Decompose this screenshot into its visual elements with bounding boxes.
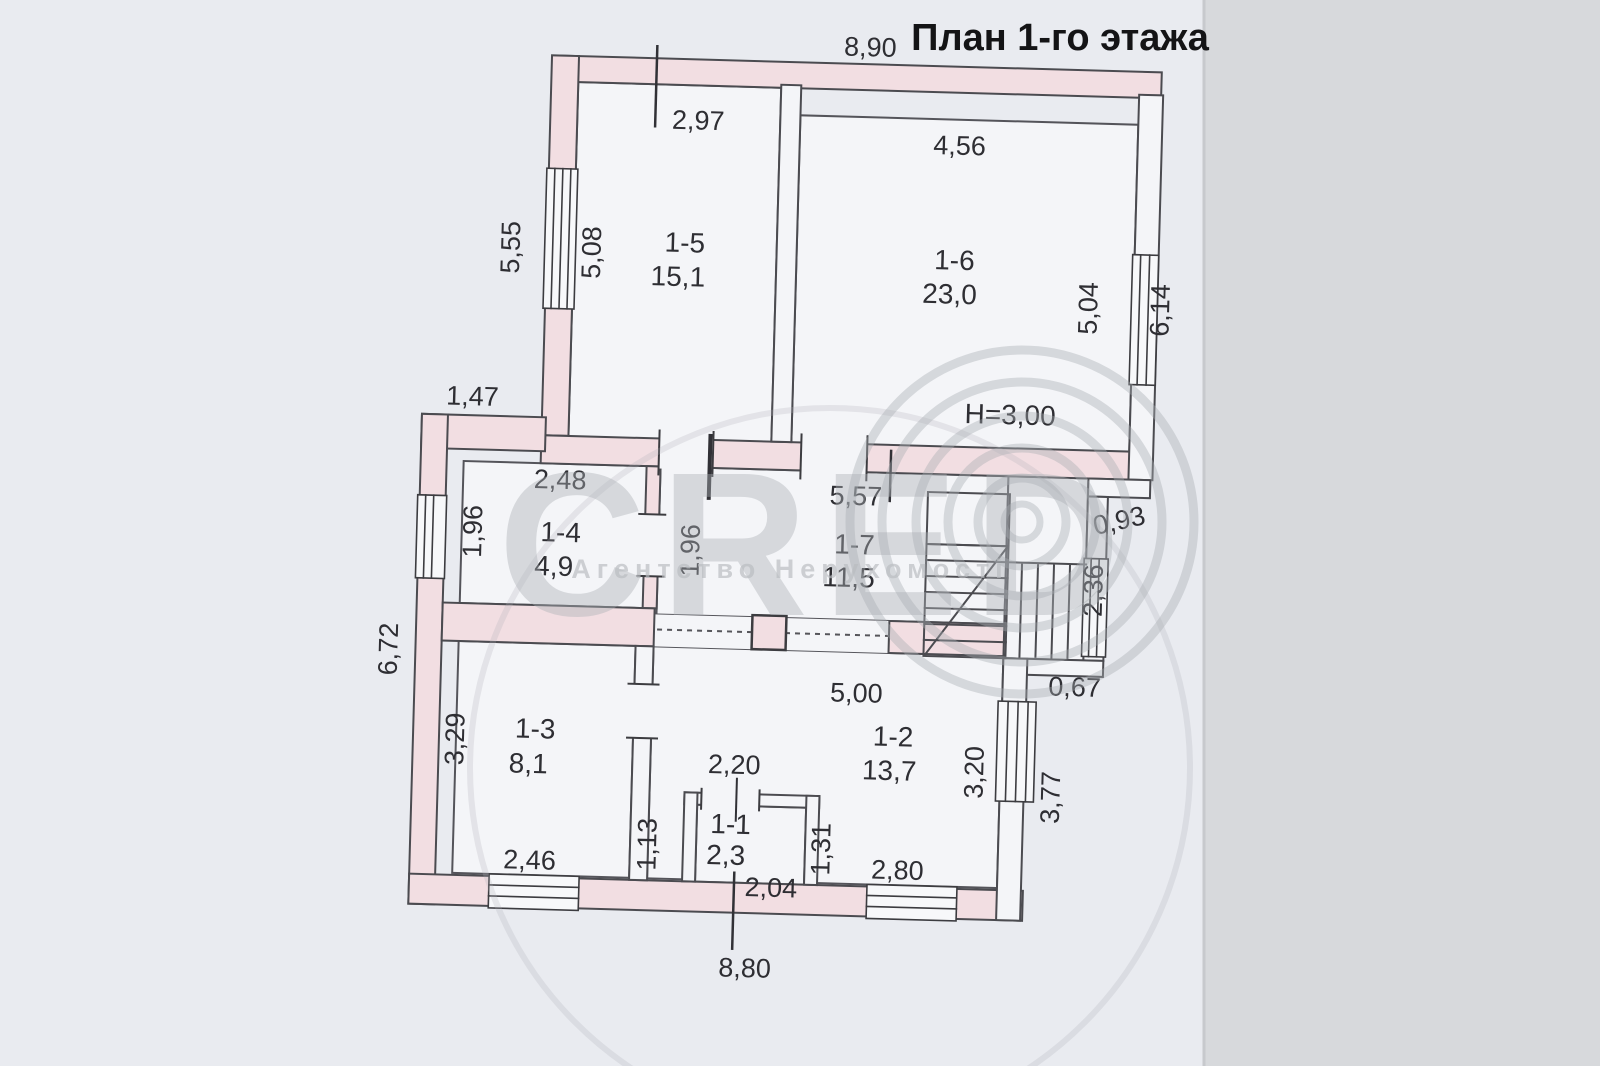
dim-room14-width: 2,48	[534, 464, 587, 495]
wall-jog-093	[1086, 477, 1152, 500]
room-1-2-area: 13,7	[862, 754, 917, 787]
room-1-6-id: 1-6	[934, 244, 975, 276]
dim-room13-width: 2,46	[503, 844, 556, 875]
door-1-1	[701, 790, 760, 809]
room-1-7-id: 1-7	[834, 528, 875, 560]
room-1-6-area: 23,0	[922, 278, 977, 311]
dim-stair-window: 2,36	[1078, 564, 1109, 617]
dim-room16-width: 4,56	[933, 130, 986, 161]
stairs-diagonal	[924, 546, 1008, 656]
dim-entrance-width: 2,04	[744, 872, 797, 903]
room-1-5-area: 15,1	[650, 260, 705, 293]
dim-hall-passage: 5,00	[830, 677, 883, 708]
dim-right-jog: 0,67	[1048, 671, 1101, 702]
stairs	[922, 490, 1088, 660]
dim-left-outer-upper: 5,55	[495, 221, 526, 274]
wall-1-1-right	[802, 794, 821, 887]
watermark-outer-arc	[467, 405, 1193, 1066]
room-1-1-area: 2,3	[706, 839, 746, 871]
room-1-3-area: 8,1	[508, 747, 548, 779]
stove-symbol	[750, 613, 788, 652]
dim-passage-width: 2,20	[708, 749, 761, 780]
dim-room11-height: 1,13	[631, 818, 662, 871]
dim-door14-height: 1,96	[675, 524, 706, 577]
dim-labels-vertical: 5,55 5,08 5,04 6,14 1,96 1,96 2,36 6,72 …	[373, 221, 1176, 876]
dim-room15-height: 5,08	[576, 226, 607, 279]
plan-group: 1-5 15,1 1-6 23,0 1-7 11,5 1-4 4,9 1-3 8…	[373, 31, 1176, 983]
dim-labels-horizontal: 8,90 2,97 4,56 1,47 2,48 5,57 5,00 0,67 …	[446, 31, 1148, 983]
room-1-4-area: 4,9	[534, 550, 574, 582]
dim-room13-height: 3,29	[439, 712, 470, 765]
dim-room12-height: 3,20	[958, 746, 989, 799]
window-stair	[1080, 557, 1110, 658]
dim-room11-right: 1,31	[805, 822, 836, 875]
dim-bottom-width: 8,80	[718, 952, 771, 983]
dim-right-outer-upper: 6,14	[1144, 284, 1175, 337]
room-1-4-id: 1-4	[540, 516, 581, 548]
room-1-5-id: 1-5	[664, 227, 705, 259]
wall-1-1-left	[681, 791, 699, 883]
watermark-brand: CRED	[498, 430, 1135, 659]
height-note: Н=3,00	[964, 398, 1056, 432]
window-bottom-left	[487, 873, 580, 912]
wall-1-4-1-3	[440, 601, 656, 648]
dim-step-left: 1,47	[446, 381, 499, 412]
dim-room14-height: 1,96	[457, 505, 488, 558]
door-1-5-hall	[658, 436, 714, 470]
page-title: План 1-го этажа	[911, 17, 1210, 59]
dim-right-outer-lower: 3,77	[1035, 771, 1066, 824]
watermark-subtitle: Агентство Нерухомості	[571, 554, 1008, 584]
door-1-4-hall	[641, 514, 662, 577]
window-upper-left	[542, 167, 579, 310]
door-1-6-hall	[800, 440, 868, 475]
room-1-2-id: 1-2	[872, 721, 913, 753]
wall-1-5-1-6	[770, 83, 803, 444]
watermark: CRED Агентство Нерухомості	[467, 345, 1199, 1066]
dim-room12-width: 2,80	[871, 855, 924, 886]
dimension-ticks	[653, 44, 893, 950]
dim-room16-height: 5,04	[1072, 282, 1103, 335]
dim-hall-width: 5,57	[829, 480, 882, 511]
stove-group	[657, 613, 890, 652]
flue-dotted-line-2	[784, 632, 890, 637]
dim-left-outer-lower: 6,72	[373, 622, 404, 675]
watermark-rings	[845, 345, 1199, 699]
room-1-1-id: 1-1	[710, 808, 751, 840]
room-1-7-area: 11,5	[822, 561, 875, 593]
dim-top-width: 8,90	[844, 31, 897, 62]
dim-room15-width: 2,97	[672, 105, 725, 136]
scanner-margin	[1204, 0, 1600, 1066]
window-1-2-right	[994, 700, 1037, 803]
door-1-3-1-2	[631, 683, 655, 739]
room-1-3-id: 1-3	[515, 713, 556, 745]
room-floors	[451, 81, 1140, 890]
window-1-6-right	[1128, 253, 1160, 387]
room-labels: 1-5 15,1 1-6 23,0 1-7 11,5 1-4 4,9 1-3 8…	[508, 227, 1056, 871]
door-openings	[625, 429, 869, 812]
window-lower-left	[414, 493, 448, 580]
windows	[414, 167, 1160, 922]
window-bottom-right	[865, 883, 958, 922]
